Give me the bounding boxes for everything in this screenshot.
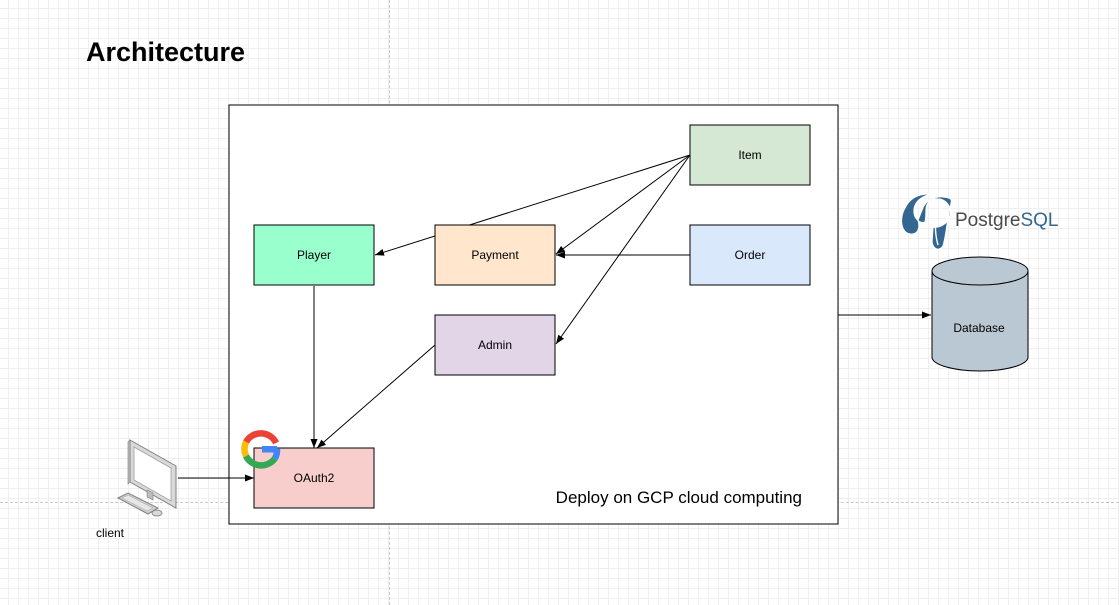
- google-icon: [241, 430, 281, 469]
- service-oauth-label: OAuth2: [294, 471, 335, 485]
- service-admin-label: Admin: [478, 338, 512, 352]
- edges: [178, 154, 931, 482]
- client-label: client: [96, 526, 125, 540]
- postgresql-wordmark: PostgreSQL: [955, 210, 1059, 231]
- service-player[interactable]: Player: [253, 224, 375, 286]
- service-order[interactable]: Order: [689, 224, 811, 286]
- edge-item-payment[interactable]: [555, 154, 691, 255]
- diagram-title: Architecture: [86, 37, 245, 67]
- edge-item-admin[interactable]: [555, 154, 691, 345]
- service-player-label: Player: [297, 248, 331, 262]
- service-admin[interactable]: Admin: [434, 314, 556, 376]
- service-payment[interactable]: Payment: [434, 224, 556, 286]
- service-item[interactable]: Item: [689, 124, 811, 186]
- database[interactable]: Database: [931, 256, 1029, 372]
- service-payment-label: Payment: [471, 248, 519, 262]
- database-label: Database: [953, 321, 1005, 335]
- computer-icon: [116, 439, 177, 517]
- deploy-label: Deploy on GCP cloud computing: [556, 488, 802, 507]
- service-order-label: Order: [735, 248, 766, 262]
- postgresql-elephant-icon: [900, 193, 952, 250]
- edge-admin-oauth[interactable]: [316, 344, 436, 449]
- postgresql-logo: PostgreSQL: [900, 193, 1059, 250]
- edge-item-player[interactable]: [374, 154, 691, 256]
- service-item-label: Item: [738, 148, 761, 162]
